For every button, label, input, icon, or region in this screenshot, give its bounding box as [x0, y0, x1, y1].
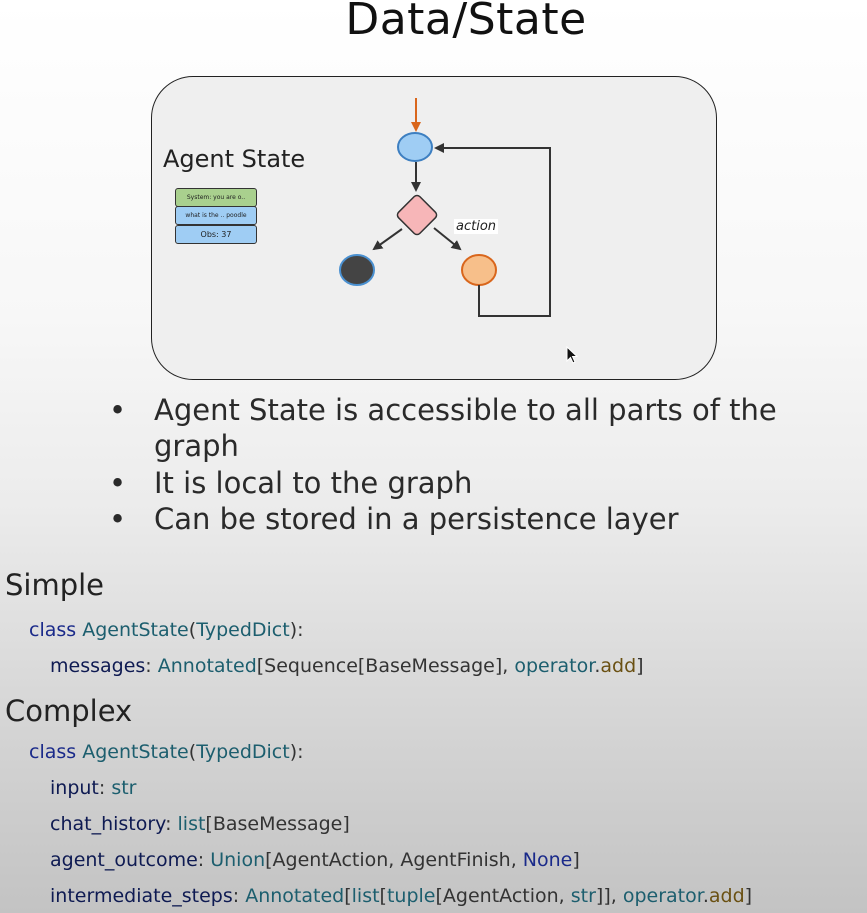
- mouse-pointer-icon: [566, 346, 579, 364]
- tool-node: [461, 254, 497, 286]
- code-token: agent_outcome: [50, 849, 198, 871]
- bullet-dot: •: [109, 466, 127, 500]
- code-token: intermediate_steps: [50, 885, 233, 907]
- decision-node: [396, 194, 438, 236]
- code-line: intermediate_steps: Annotated[list[tuple…: [50, 885, 752, 907]
- code-token: ):: [289, 619, 304, 641]
- code-token: ):: [289, 741, 304, 763]
- code-token: [AgentAction, AgentFinish,: [265, 849, 523, 871]
- code-line: class AgentState(TypedDict):: [29, 619, 304, 641]
- code-token: ]: [744, 885, 753, 907]
- code-token: [Sequence[BaseMessage],: [256, 655, 515, 677]
- code-token: [: [344, 885, 352, 907]
- code-line: agent_outcome: Union[AgentAction, AgentF…: [50, 849, 580, 871]
- code-token: messages: [50, 655, 146, 677]
- code-token: ]],: [595, 885, 623, 907]
- bullet-dot: •: [109, 393, 127, 427]
- code-token: AgentState: [82, 741, 189, 763]
- code-token: :: [197, 849, 211, 871]
- code-token: ]: [572, 849, 580, 871]
- finish-node: [339, 254, 375, 286]
- code-token: Annotated: [245, 885, 345, 907]
- code-token: Annotated: [157, 655, 257, 677]
- bullet-text: Agent State is accessible to all parts o…: [154, 393, 777, 463]
- code-token: ]: [636, 655, 644, 677]
- bullet-text: Can be stored in a persistence layer: [154, 502, 679, 536]
- code-token: Union: [210, 849, 266, 871]
- action-edge-label: action: [454, 219, 499, 234]
- code-token: str: [111, 777, 137, 799]
- code-token: :: [165, 813, 178, 835]
- state-entry-question: what is the .. poodle: [175, 206, 257, 225]
- bullet-text: It is local to the graph: [154, 466, 473, 500]
- complex-heading: Complex: [5, 694, 133, 728]
- simple-heading: Simple: [5, 568, 105, 602]
- code-token: operator: [622, 885, 703, 907]
- code-token: .: [594, 655, 601, 677]
- decision-to-finish-edge: [372, 228, 403, 251]
- bullet-dot: •: [109, 502, 127, 536]
- code-token: class: [29, 619, 83, 641]
- code-token: class: [29, 741, 83, 763]
- code-token: [BaseMessage]: [205, 813, 350, 835]
- code-token: TypedDict: [196, 619, 290, 641]
- agent-state-label: Agent State: [163, 145, 306, 173]
- code-token: AgentState: [82, 619, 189, 641]
- code-token: str: [570, 885, 596, 907]
- code-token: .: [702, 885, 709, 907]
- code-line: messages: Annotated[Sequence[BaseMessage…: [50, 655, 644, 677]
- code-token: :: [232, 885, 246, 907]
- code-line: input: str: [50, 777, 137, 799]
- code-token: add: [600, 655, 637, 677]
- code-line: class AgentState(TypedDict):: [29, 741, 304, 763]
- slide-title: Data/State: [345, 0, 587, 45]
- code-token: (: [188, 619, 197, 641]
- code-token: :: [145, 655, 158, 677]
- code-token: TypedDict: [196, 741, 290, 763]
- agent-node: [397, 132, 433, 162]
- code-token: add: [708, 885, 745, 907]
- code-token: operator: [514, 655, 595, 677]
- code-token: input: [50, 777, 99, 799]
- code-token: [AgentAction,: [435, 885, 571, 907]
- code-token: (: [188, 741, 197, 763]
- code-token: [: [379, 885, 387, 907]
- code-token: :: [98, 777, 112, 799]
- code-token: list: [177, 813, 206, 835]
- loop-back-edge: [434, 143, 551, 317]
- code-token: None: [522, 849, 573, 871]
- decision-to-action-edge: [433, 227, 462, 251]
- code-token: tuple: [386, 885, 436, 907]
- code-token: list: [351, 885, 380, 907]
- code-token: chat_history: [50, 813, 166, 835]
- state-entry-observation: Obs: 37: [175, 225, 257, 244]
- code-line: chat_history: list[BaseMessage]: [50, 813, 350, 835]
